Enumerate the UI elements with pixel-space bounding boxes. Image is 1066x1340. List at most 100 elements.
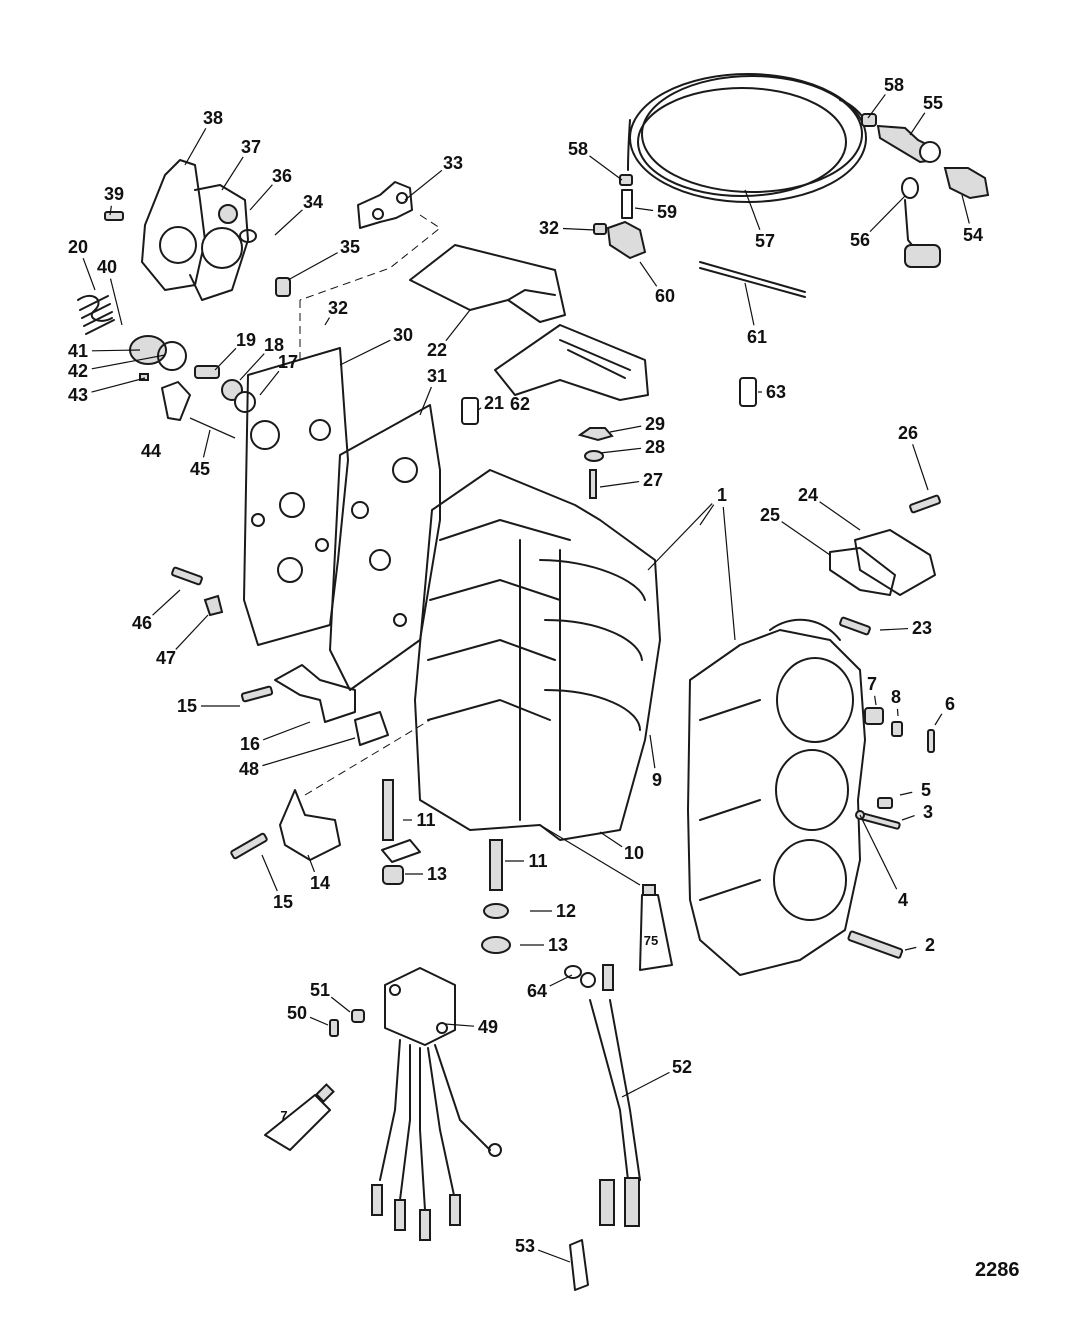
fitting-6 [927,729,935,753]
nut-13a [382,865,404,885]
bolt-15a [240,685,274,703]
leader-c49-0 [444,1023,475,1027]
callout-c45: 45 [190,459,210,479]
leader-c57-0 [744,189,761,231]
callout-c11b: 11 [528,851,547,871]
fuel-tee-fitting [593,174,647,260]
callout-c55: 55 [923,93,943,113]
leader-c26-0 [912,444,929,491]
callout-c2: 2 [925,935,935,955]
leader-c32b-0 [562,227,596,231]
callout-c29: 29 [645,414,665,434]
cylinder-block [414,469,661,841]
tube-7 [264,1094,331,1151]
leader-c40-0 [109,278,123,326]
alignment-line [304,719,431,796]
callout-c31: 31 [427,366,447,386]
leader-c42-0 [91,354,166,370]
leader-c47-0 [175,614,209,650]
callout-c44: 44 [141,441,161,461]
clip-48 [354,711,389,746]
leader-c5-0 [899,791,913,796]
crankcase-cover [687,618,866,976]
leader-c53-0 [537,1249,571,1263]
leader-c30-0 [339,339,391,366]
bolt-23 [839,616,871,636]
callout-c13a: 13 [427,864,447,884]
leader-c17-0 [259,370,280,396]
wing-nut-29 [577,427,614,442]
gasket-25 [829,547,896,596]
callout-labels: 1234567891011111213131415151617181920212… [68,75,983,1256]
callout-c32b: 32 [539,218,559,238]
bracket-14 [279,789,341,861]
callout-c21: 21 [484,393,504,413]
callout-c51: 51 [310,980,330,1000]
callout-c17: 17 [278,352,298,372]
callout-c38: 38 [203,108,223,128]
leader-c34-0 [274,209,303,236]
callout-c56: 56 [850,230,870,250]
callout-c40: 40 [97,257,117,277]
callout-c32a: 32 [328,298,348,318]
leader-c55-0 [909,112,926,136]
leader-c56-0 [869,195,906,233]
leader-c41-0 [91,349,141,352]
callout-c46: 46 [132,613,152,633]
callout-c4: 4 [898,890,908,910]
leader-c10-0 [599,831,623,848]
clip-47 [203,594,224,617]
bolt-26 [909,494,941,514]
callout-c64: 64 [527,981,547,1001]
rod-61 [699,261,806,298]
callout-c6: 6 [945,694,955,714]
fuel-connector-assembly [861,113,990,268]
leader-c9-0 [649,734,656,769]
callout-c63: 63 [766,382,786,402]
leader-c6-0 [934,713,943,726]
callout-c50: 50 [287,1003,307,1023]
callout-leaders [82,94,970,1263]
callout-c27: 27 [643,470,663,490]
leader-c1-0 [699,504,715,526]
leader-c58b-0 [589,155,623,181]
bolt-46 [171,566,203,586]
callout-c53: 53 [515,1236,535,1256]
bolt-27 [589,469,597,499]
leader-c52-0 [621,1071,670,1098]
callout-c3: 3 [923,802,933,822]
plug-8 [891,721,903,737]
callout-c41: 41 [68,341,88,361]
module-49 [371,967,502,1241]
plate-24 [854,529,936,596]
leader-c54-0 [961,194,970,224]
leader-c48-0 [262,737,356,767]
fitting-7 [864,707,884,725]
leader-c4-0 [859,814,898,890]
callout-c49: 49 [478,1017,498,1037]
callout-c61: 61 [747,327,767,347]
leader-c20-0 [82,257,96,291]
callout-c33: 33 [443,153,463,173]
leader-c2-0 [904,946,917,951]
callout-c14: 14 [310,873,330,893]
leader-c27-0 [599,480,640,488]
leader-c50-0 [309,1016,329,1026]
washer-28 [584,450,604,462]
callout-c36: 36 [272,166,292,186]
leader-c35-0 [287,252,338,281]
leader-c18-0 [239,353,265,381]
callout-c15b: 15 [273,892,293,912]
plate-13 [381,839,421,863]
callout-c58b: 58 [568,139,588,159]
callout-c37: 37 [241,137,261,157]
leader-c24-0 [819,501,861,531]
leader-c28-0 [599,447,642,454]
callout-c48: 48 [239,759,259,779]
thermostat-housing [77,159,291,439]
callout-c9: 9 [652,770,662,790]
boot-53 [569,1239,589,1291]
washer-12 [483,903,509,919]
callout-c13b: 13 [548,935,568,955]
callout-c54: 54 [963,225,983,245]
